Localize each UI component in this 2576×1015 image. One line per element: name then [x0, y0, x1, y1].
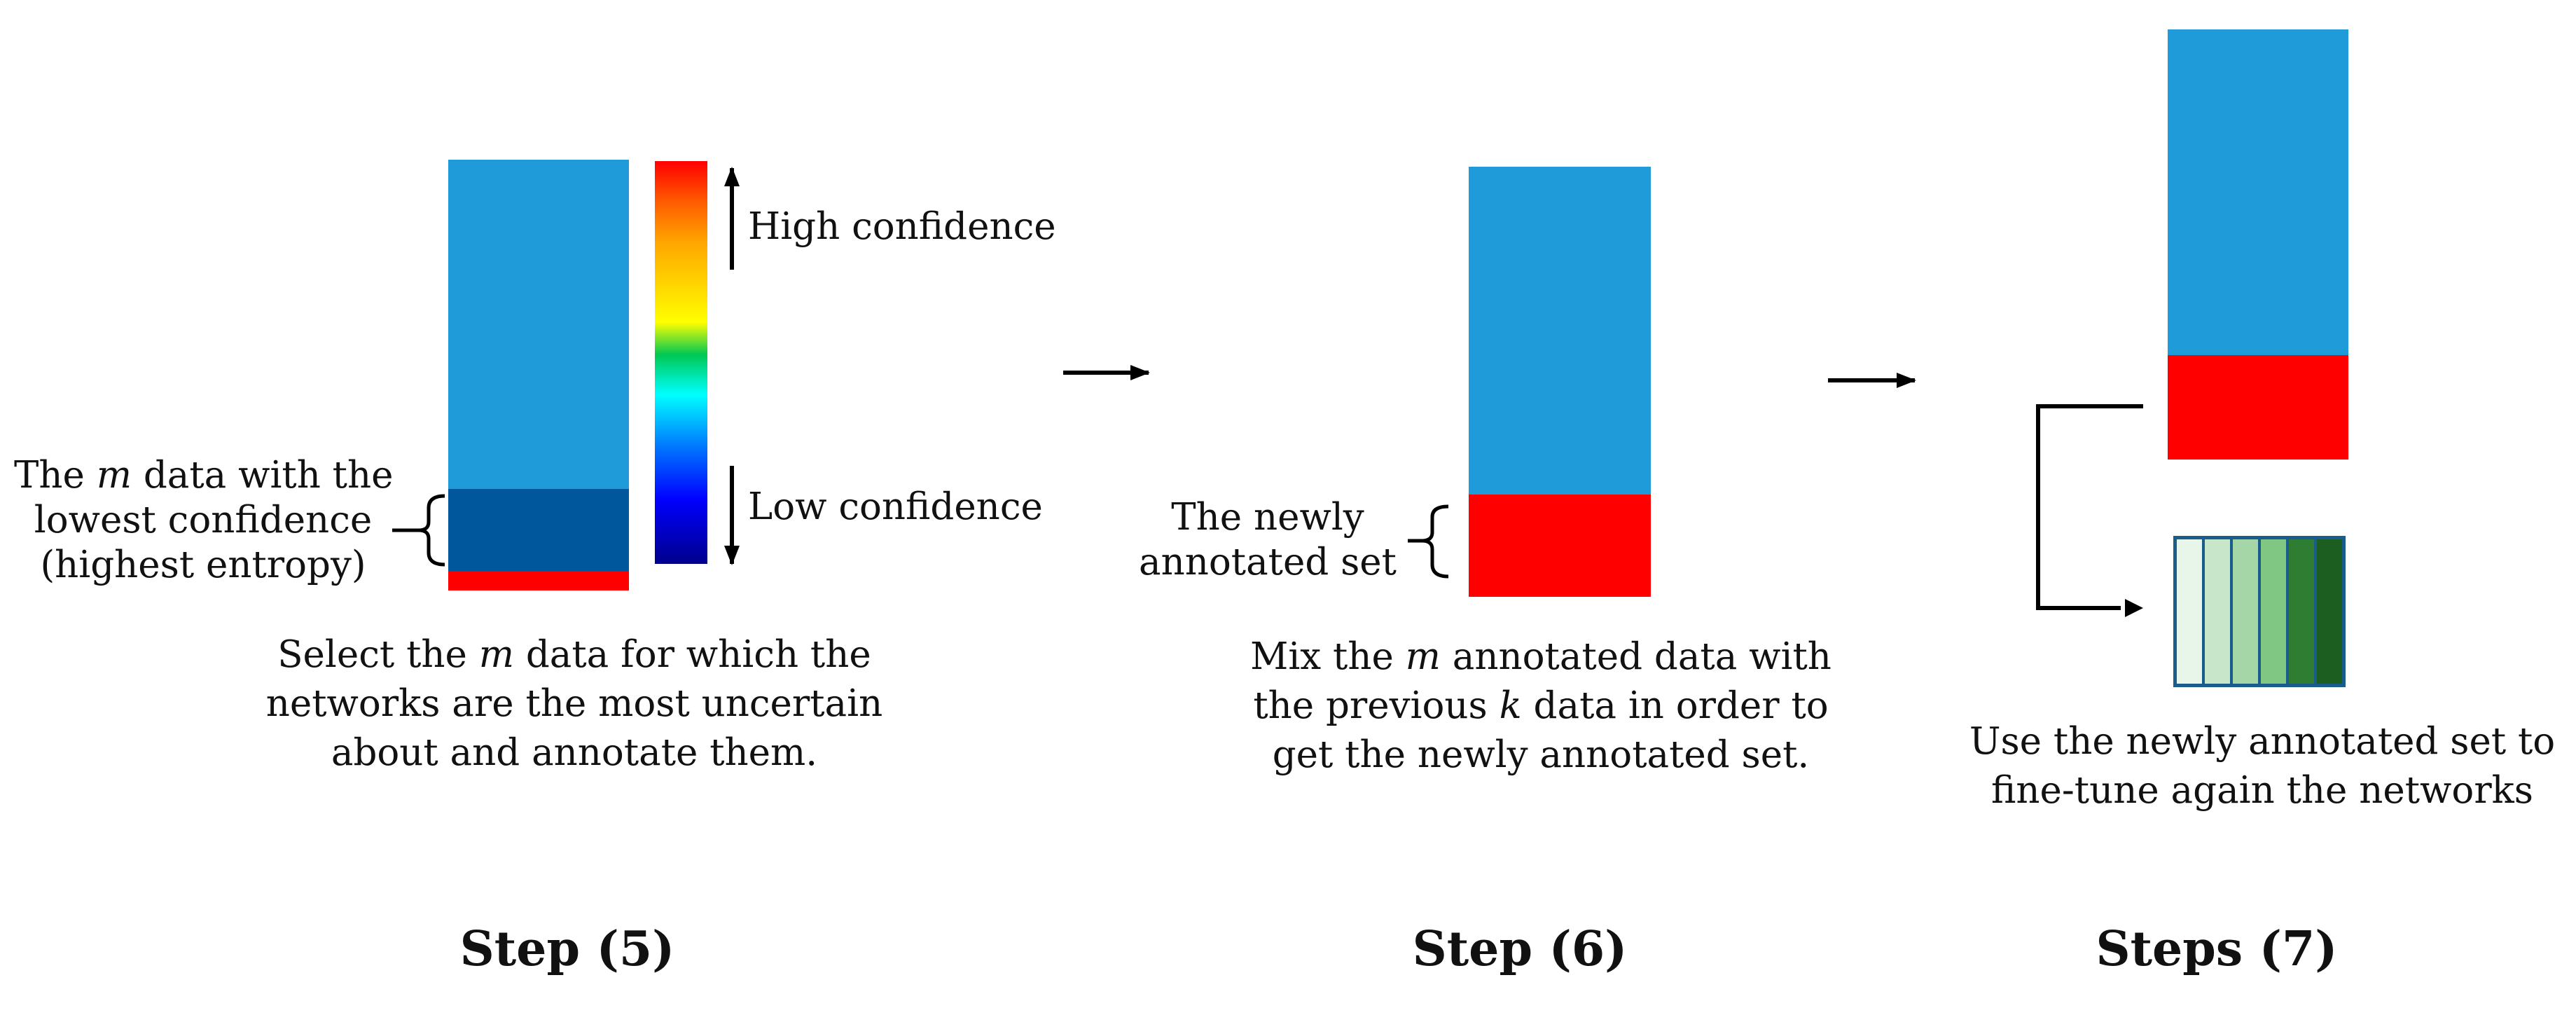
step5-caption-line2: networks are the most uncertain — [265, 682, 883, 725]
network-layer-3 — [2233, 539, 2261, 684]
step6-title: Step (6) — [1412, 921, 1628, 977]
network-layer-2 — [2205, 539, 2233, 684]
confidence-colorbar — [655, 161, 707, 564]
step7-caption-line2: fine-tune again the networks — [1991, 769, 2533, 812]
step7-title: Steps (7) — [2096, 921, 2338, 977]
fine-tune-connector — [2036, 404, 2143, 610]
network-layer-6 — [2317, 539, 2342, 684]
step6-caption-line1: Mix the m annotated data with — [1250, 635, 1831, 678]
step6-annotated-segment — [1469, 495, 1651, 597]
annotated-data-segment — [448, 571, 629, 591]
newly-annotated-label: The newly annotated set — [1121, 495, 1415, 585]
low-confidence-label: Low confidence — [748, 485, 1043, 528]
high-confidence-label: High confidence — [748, 205, 1056, 248]
step6-dataset-bar — [1469, 167, 1651, 597]
step6-caption-line3: get the newly annotated set. — [1272, 733, 1810, 776]
m-data-label-line1: The m data with the — [14, 454, 394, 497]
unlabeled-data-segment — [448, 160, 629, 489]
network-layer-4 — [2261, 539, 2289, 684]
step5-caption-line1: Select the m data for which the — [277, 633, 871, 676]
fine-tune-arrowhead — [2125, 599, 2143, 617]
step5-caption: Select the m data for which the networks… — [259, 630, 889, 778]
step7-caption: Use the newly annotated set to fine-tune… — [1954, 717, 2570, 815]
newly-annotated-brace — [1421, 504, 1449, 579]
step5-caption-line3: about and annotate them. — [331, 731, 818, 774]
m-data-label-line2: lowest confidence — [34, 499, 373, 541]
newly-annotated-label-line2: annotated set — [1139, 541, 1397, 584]
step7-annotated-segment — [2168, 355, 2348, 460]
step6-caption-line2: the previous k data in order to — [1253, 684, 1829, 727]
m-data-brace — [418, 494, 445, 567]
lowest-confidence-segment — [448, 489, 629, 571]
fine-tune-networks-stack — [2173, 536, 2346, 687]
step7-dataset-bar — [2168, 29, 2348, 460]
newly-annotated-label-line1: The newly — [1171, 496, 1364, 539]
m-data-label-line3: (highest entropy) — [40, 544, 366, 586]
step6-unlabeled-segment — [1469, 167, 1651, 495]
step5-dataset-bar — [448, 160, 629, 591]
network-layer-5 — [2289, 539, 2317, 684]
m-data-label: The m data with the lowest confidence (h… — [14, 453, 394, 588]
step7-caption-line1: Use the newly annotated set to — [1969, 720, 2556, 763]
step6-caption: Mix the m annotated data with the previo… — [1226, 633, 1856, 780]
network-layer-1 — [2177, 539, 2205, 684]
step5-title: Step (5) — [459, 921, 675, 977]
step7-unlabeled-segment — [2168, 29, 2348, 355]
